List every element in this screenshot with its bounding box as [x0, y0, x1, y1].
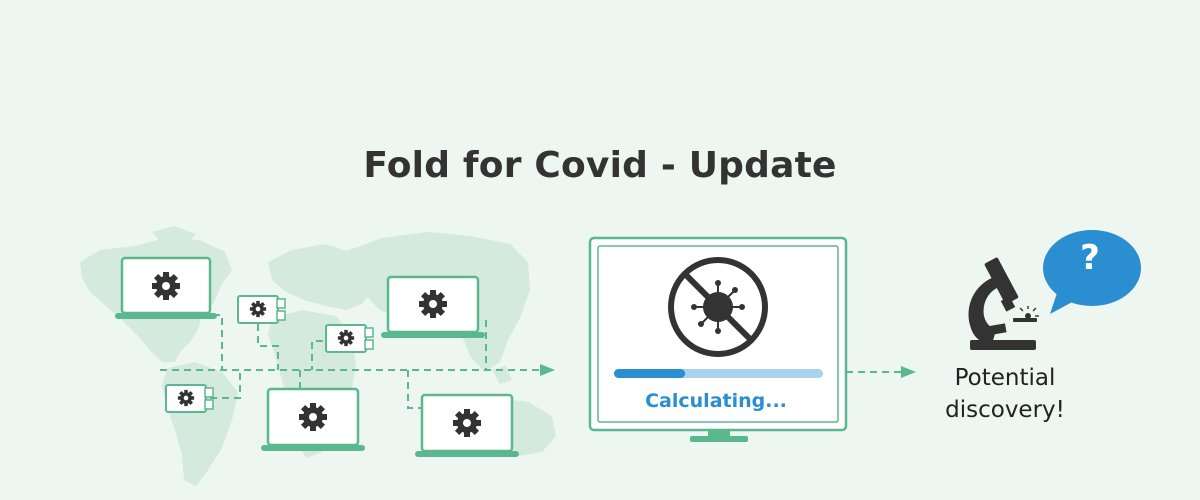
device-board-1 — [237, 295, 286, 324]
result-label-line2: discovery! — [945, 397, 1065, 423]
gear-icon — [453, 409, 481, 437]
gear-icon — [152, 272, 180, 300]
arrow-to-discovery — [901, 366, 916, 378]
question-bubble-icon — [1043, 230, 1141, 314]
gear-icon — [419, 290, 447, 318]
laptop-southeast — [415, 393, 519, 457]
progress-bar — [614, 369, 823, 378]
laptop-northeast — [381, 275, 485, 338]
progress-label: Calculating... — [645, 390, 787, 412]
virus-crossed-icon — [668, 257, 768, 357]
result-label-line1: Potential — [954, 365, 1056, 391]
page-title: Fold for Covid - Update — [363, 145, 837, 186]
gear-icon — [177, 389, 195, 407]
progress-fill — [614, 369, 686, 378]
gear-icon — [299, 403, 327, 431]
laptop-south — [261, 387, 365, 451]
arrow-to-monitor — [540, 364, 555, 376]
result-label: Potential discovery! — [930, 362, 1080, 426]
device-board-2 — [325, 324, 374, 353]
arrowheads — [540, 364, 916, 378]
question-mark: ? — [1080, 238, 1100, 278]
laptop-west — [115, 256, 217, 319]
device-board-3 — [165, 384, 214, 413]
gear-icon — [249, 300, 267, 318]
microscope-icon — [968, 257, 1039, 350]
gear-icon — [337, 329, 355, 347]
